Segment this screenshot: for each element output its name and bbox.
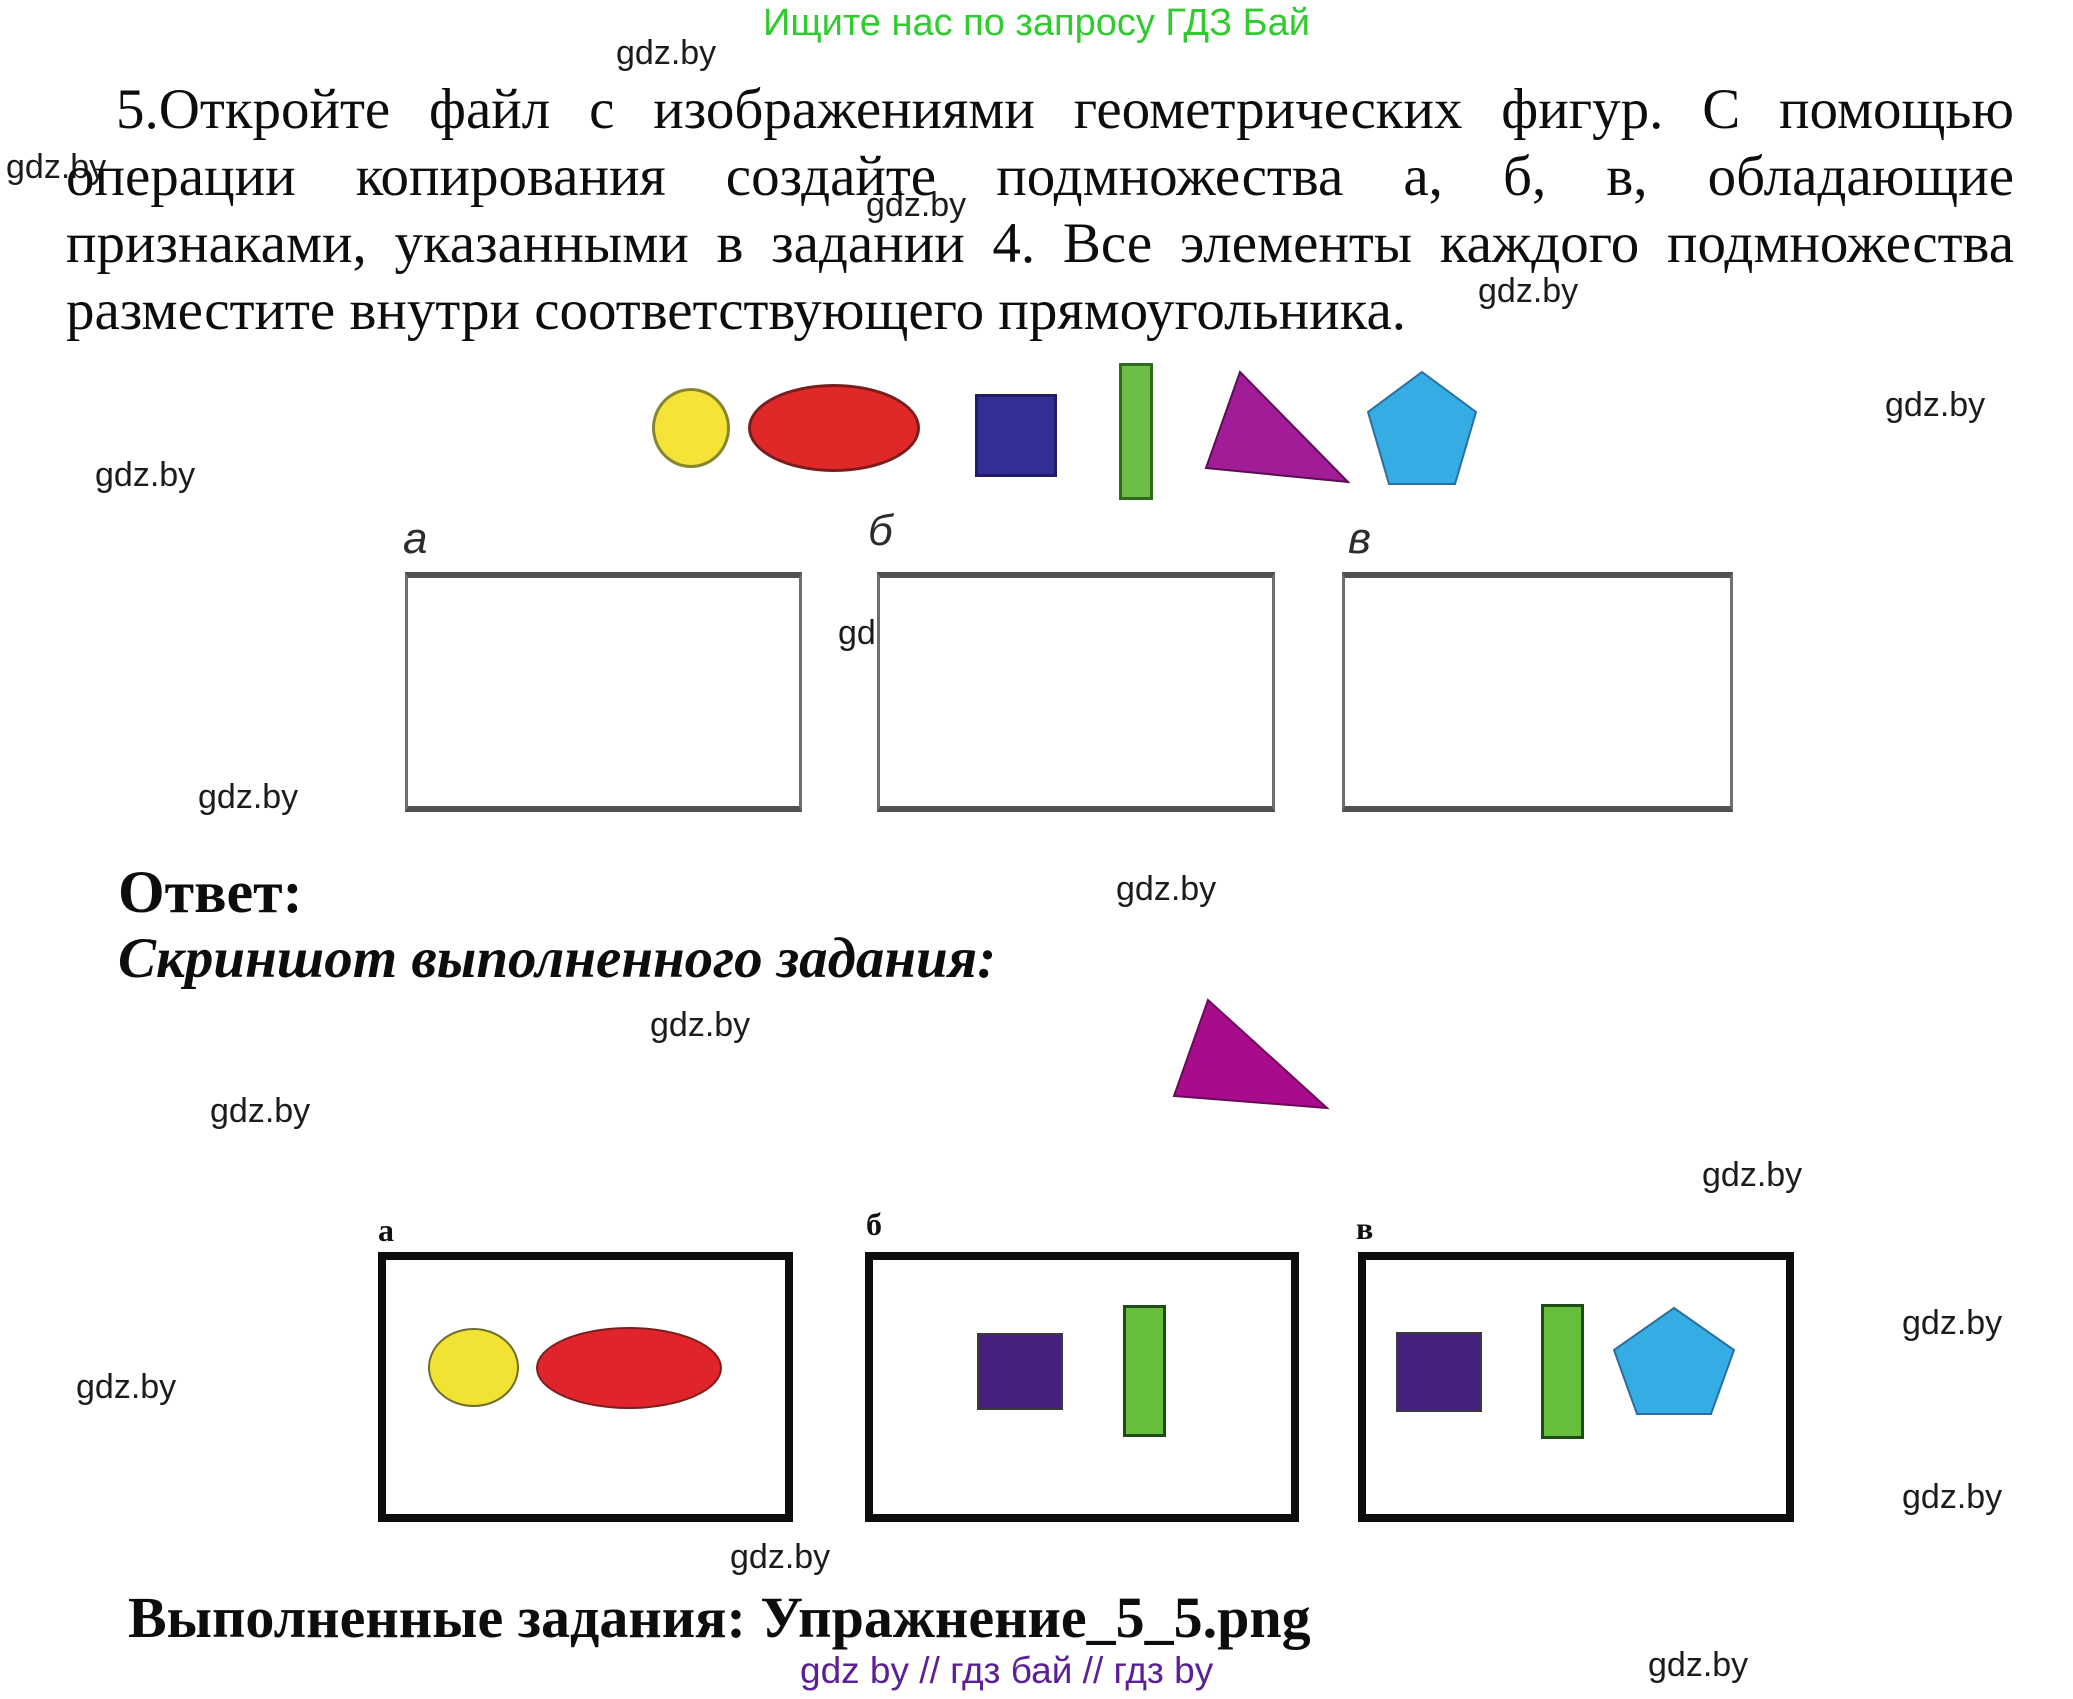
watermark: gdz.by [730, 1538, 831, 1576]
watermark: gdz.by [650, 1006, 751, 1044]
cyan-pentagon-icon [1366, 370, 1478, 485]
watermark: gdz.by [1902, 1304, 2003, 1342]
answer-box-b [865, 1252, 1299, 1522]
watermark: gdz.by [198, 778, 299, 816]
blue-square-icon [975, 394, 1057, 477]
green-rectangle-icon [1123, 1305, 1166, 1437]
watermark: gdz.by [6, 148, 107, 186]
task-text: 5.Откройте файл с изображениями геометри… [66, 76, 2014, 344]
watermark: gdz.by [76, 1368, 177, 1406]
watermark: gdz.by [1478, 272, 1579, 310]
figure-label-a: а [403, 514, 428, 563]
purple-triangle-icon [1172, 998, 1330, 1110]
watermark: gdz.by [1885, 386, 1986, 424]
watermark: gdz.by [866, 186, 967, 224]
cyan-pentagon-icon [1612, 1306, 1736, 1415]
watermark: gdz.by [1902, 1478, 2003, 1516]
figure-label-b: б [868, 506, 893, 555]
answer-box-label-a: a [378, 1212, 394, 1248]
red-ellipse-icon [536, 1327, 722, 1409]
watermark: gdz.by [95, 456, 196, 494]
violet-square-icon [977, 1333, 1063, 1410]
violet-square-icon [1396, 1332, 1482, 1412]
completed-tasks-line: Выполненные задания: Упражнение_5_5.png [128, 1585, 1311, 1650]
answer-heading: Ответ: [118, 859, 303, 925]
answer-subheading: Скриншот выполненного задания: [118, 927, 997, 990]
watermark: gdz.by [1702, 1156, 1803, 1194]
watermark: gdz.by [210, 1092, 311, 1130]
answer-box-label-b: б [866, 1206, 882, 1242]
promo-banner: Ищите нас по запросу ГДЗ Бай [763, 2, 1310, 44]
watermark: gdz.by [1648, 1646, 1749, 1684]
answer-box-label-v: в [1356, 1210, 1374, 1246]
site-footer-line: gdz by // гдз бай // гдз by [800, 1650, 1214, 1691]
task-text-line: признаками, указанными в задании 4. Все … [66, 212, 2014, 275]
task-text-line: операции копирования создайте подмножест… [66, 145, 2014, 208]
yellow-ellipse-icon [428, 1328, 519, 1407]
empty-subset-box-b [877, 572, 1275, 812]
empty-subset-box-v [1342, 572, 1733, 812]
watermark: gdz.by [1116, 870, 1217, 908]
red-ellipse-icon [748, 384, 920, 472]
task-text-line: 5.Откройте файл с изображениями геометри… [116, 78, 2014, 141]
yellow-ellipse-icon [652, 388, 730, 468]
figure-label-v: в [1348, 514, 1371, 563]
green-rectangle-icon [1119, 363, 1153, 500]
watermark: gdz.by [616, 34, 717, 72]
green-rectangle-icon [1541, 1304, 1584, 1439]
task-text-line: разместите внутри соответствующего прямо… [66, 279, 1407, 342]
purple-triangle-icon [1204, 370, 1351, 484]
empty-subset-box-a [405, 572, 802, 812]
